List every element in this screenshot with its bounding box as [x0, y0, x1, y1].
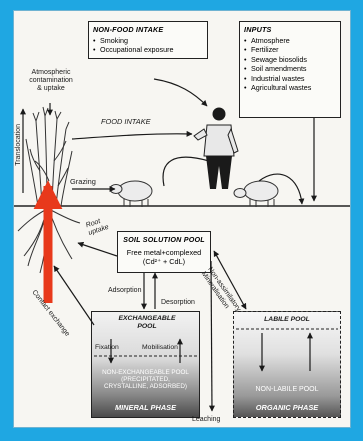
soil-solution-line1: Free metal+complexed: [121, 248, 207, 257]
sheep-icon: [234, 181, 278, 207]
list-item: Occupational exposure: [93, 45, 203, 54]
sheep-icon: [110, 181, 152, 207]
label-line: POOL: [117, 323, 177, 331]
label-line: NON-EXCHANGEABLE POOL: [93, 369, 198, 376]
mobilisation-label: Mobilisation: [142, 344, 178, 352]
grazing-label: Grazing: [70, 178, 96, 186]
atmospheric-label: Atmospheric contamination & uptake: [20, 69, 82, 92]
person-icon: [194, 108, 238, 190]
list-item: Sewage biosolids: [244, 55, 336, 64]
list-item: Industrial wastes: [244, 74, 336, 83]
label-line: Atmospheric: [20, 69, 82, 77]
list-item: Soil amendments: [244, 64, 336, 73]
desorption-label: Desorption: [161, 299, 195, 307]
list-item: Smoking: [93, 36, 203, 45]
mineral-phase-label: MINERAL PHASE: [93, 404, 198, 412]
adsorption-label: Adsorption: [108, 287, 141, 295]
label-line: CRYSTALLINE, ADSORBED): [93, 383, 198, 390]
non-exchangeable-pool-label: NON-EXCHANGEABLE POOL (PRECIPITATED, CRY…: [93, 369, 198, 390]
food-intake-label: FOOD INTAKE: [101, 118, 151, 126]
labile-pool-label: LABILE POOL: [233, 316, 341, 324]
non-labile-pool-label: NON-LABILE POOL: [233, 386, 341, 394]
non-food-intake-box: NON-FOOD INTAKE Smoking Occupational exp…: [88, 21, 208, 59]
translocation-label: Translocation: [15, 120, 23, 170]
soil-solution-pool-box: SOIL SOLUTION POOL Free metal+complexed …: [117, 231, 211, 273]
label-line: EXCHANGEABLE: [117, 315, 177, 323]
list-item: Atmosphere: [244, 36, 336, 45]
non-food-intake-title: NON-FOOD INTAKE: [93, 25, 203, 34]
fixation-label: Fixation: [95, 344, 119, 352]
diagram-panel: NON-FOOD INTAKE Smoking Occupational exp…: [13, 10, 351, 428]
leaching-label: Leaching: [192, 416, 220, 424]
soil-solution-line2: (Cd²⁺ + CdL): [121, 257, 207, 266]
label-line: (PRECIPITATED,: [93, 376, 198, 383]
inputs-box: INPUTS Atmosphere Fertilizer Sewage bios…: [239, 21, 341, 118]
list-item: Agricultural wastes: [244, 83, 336, 92]
organic-phase-label: ORGANIC PHASE: [233, 404, 341, 412]
exchangeable-pool-label: EXCHANGEABLE POOL: [117, 315, 177, 330]
label-line: contamination: [20, 77, 82, 85]
inputs-title: INPUTS: [244, 25, 336, 34]
soil-solution-title: SOIL SOLUTION POOL: [121, 235, 207, 244]
label-line: & uptake: [20, 85, 82, 93]
list-item: Fertilizer: [244, 45, 336, 54]
